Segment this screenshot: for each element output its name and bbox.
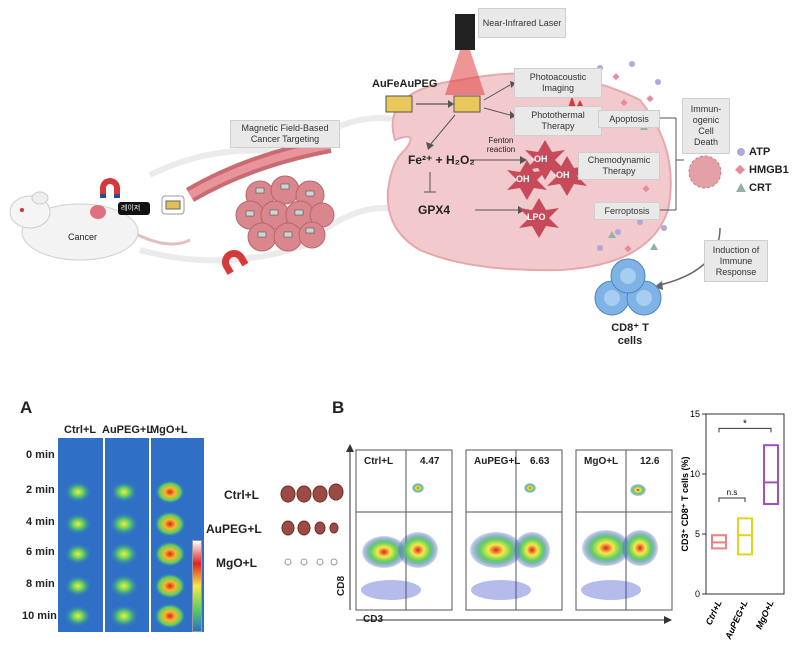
row-label-2: 2 min <box>26 484 55 496</box>
bracket-star <box>718 427 772 433</box>
oh-label-1: ·OH <box>531 154 548 164</box>
thermal-image-grid <box>58 438 204 632</box>
laser-label: Near-Infrared Laser <box>478 8 566 38</box>
fe-reaction-label: Fe²⁺ + H₂O₂ <box>408 153 475 167</box>
oh-label-3: ·OH <box>553 170 570 180</box>
targeting-label: Magnetic Field-Based Cancer Targeting <box>230 120 340 148</box>
ferroptosis-label: Ferroptosis <box>594 202 660 220</box>
chemodynamic-label: Chemodynamic Therapy <box>578 152 660 180</box>
row-label-6: 6 min <box>26 546 55 558</box>
col-label-ctrl: Ctrl+L <box>64 424 97 436</box>
tumor-row-aupeg: AuPEG+L <box>206 522 262 536</box>
icd-label: Immun-ogenic Cell Death <box>682 98 730 154</box>
box-1 <box>737 517 753 556</box>
y-axis-label: CD3⁺ CD8⁺ T cells (%) <box>680 456 690 551</box>
temperature-scale <box>192 540 202 632</box>
tcell-label: CD8⁺ T cells <box>611 322 649 347</box>
col-label-mgo: MgO+L <box>150 424 188 436</box>
x-tick-label-2: MgO+L <box>754 599 776 631</box>
excised-tumors <box>280 483 344 566</box>
photothermal-label: Photothermal Therapy <box>514 106 602 136</box>
apoptosis-label: Apoptosis <box>598 110 660 128</box>
particle-label: AuFeAuPEG <box>372 78 438 90</box>
y-tick-label: 10 <box>690 469 700 479</box>
oh-label-2: ·OH <box>513 174 530 184</box>
row-label-10: 10 min <box>22 610 57 622</box>
annotation-star: * <box>743 418 747 429</box>
annotation-ns: n.s <box>727 488 738 497</box>
row-label-4: 4 min <box>26 516 55 528</box>
tumor-row-mgo: MgO+L <box>216 556 257 570</box>
col-label-aupeg: AuPEG+L <box>102 424 154 436</box>
flow-x-axis: CD3 <box>363 614 384 625</box>
lpo-label: LPO <box>527 212 546 222</box>
mouse-illustration <box>9 191 191 261</box>
schematic-graphics <box>9 14 746 316</box>
flow-label-ctrl: Ctrl+L <box>364 456 394 467</box>
x-tick-label-0: Ctrl+L <box>704 599 724 627</box>
y-tick-label: 5 <box>695 529 700 539</box>
immune-label: Induction of Immune Response <box>704 240 768 282</box>
flow-value-mgo: 12.6 <box>640 456 660 467</box>
y-tick-label: 0 <box>695 589 700 599</box>
photoacoustic-label: Photoacoustic Imaging <box>514 68 602 98</box>
bracket-ns <box>718 497 746 502</box>
fenton-label: Fenton reaction <box>486 136 516 154</box>
tumor-row-ctrl: Ctrl+L <box>224 488 260 502</box>
mouse-label: Cancer <box>68 232 98 242</box>
row-label-0: 0 min <box>26 449 55 461</box>
flow-label-aupeg: AuPEG+L <box>474 456 521 467</box>
flow-cytometry-plots <box>346 444 673 624</box>
laser-device-label: 레이저 <box>121 205 141 212</box>
legend-atp: ATP <box>749 146 771 158</box>
flow-label-mgo: MgO+L <box>584 456 619 467</box>
panel-b-letter: B <box>332 398 345 417</box>
box-2 <box>763 444 779 505</box>
gpx4-label: GPX4 <box>418 203 451 217</box>
x-tick-label-1: AuPEG+L <box>723 599 750 642</box>
panel-a-letter: A <box>20 398 33 417</box>
flow-y-axis: CD8 <box>336 575 347 596</box>
flow-value-ctrl: 4.47 <box>420 456 440 467</box>
plot-frame <box>705 413 785 595</box>
row-label-8: 8 min <box>26 578 55 590</box>
legend-crt: CRT <box>749 182 772 194</box>
legend-hmgb1: HMGB1 <box>749 164 789 176</box>
flow-value-aupeg: 6.63 <box>530 456 550 467</box>
y-tick-label: 15 <box>690 409 700 419</box>
